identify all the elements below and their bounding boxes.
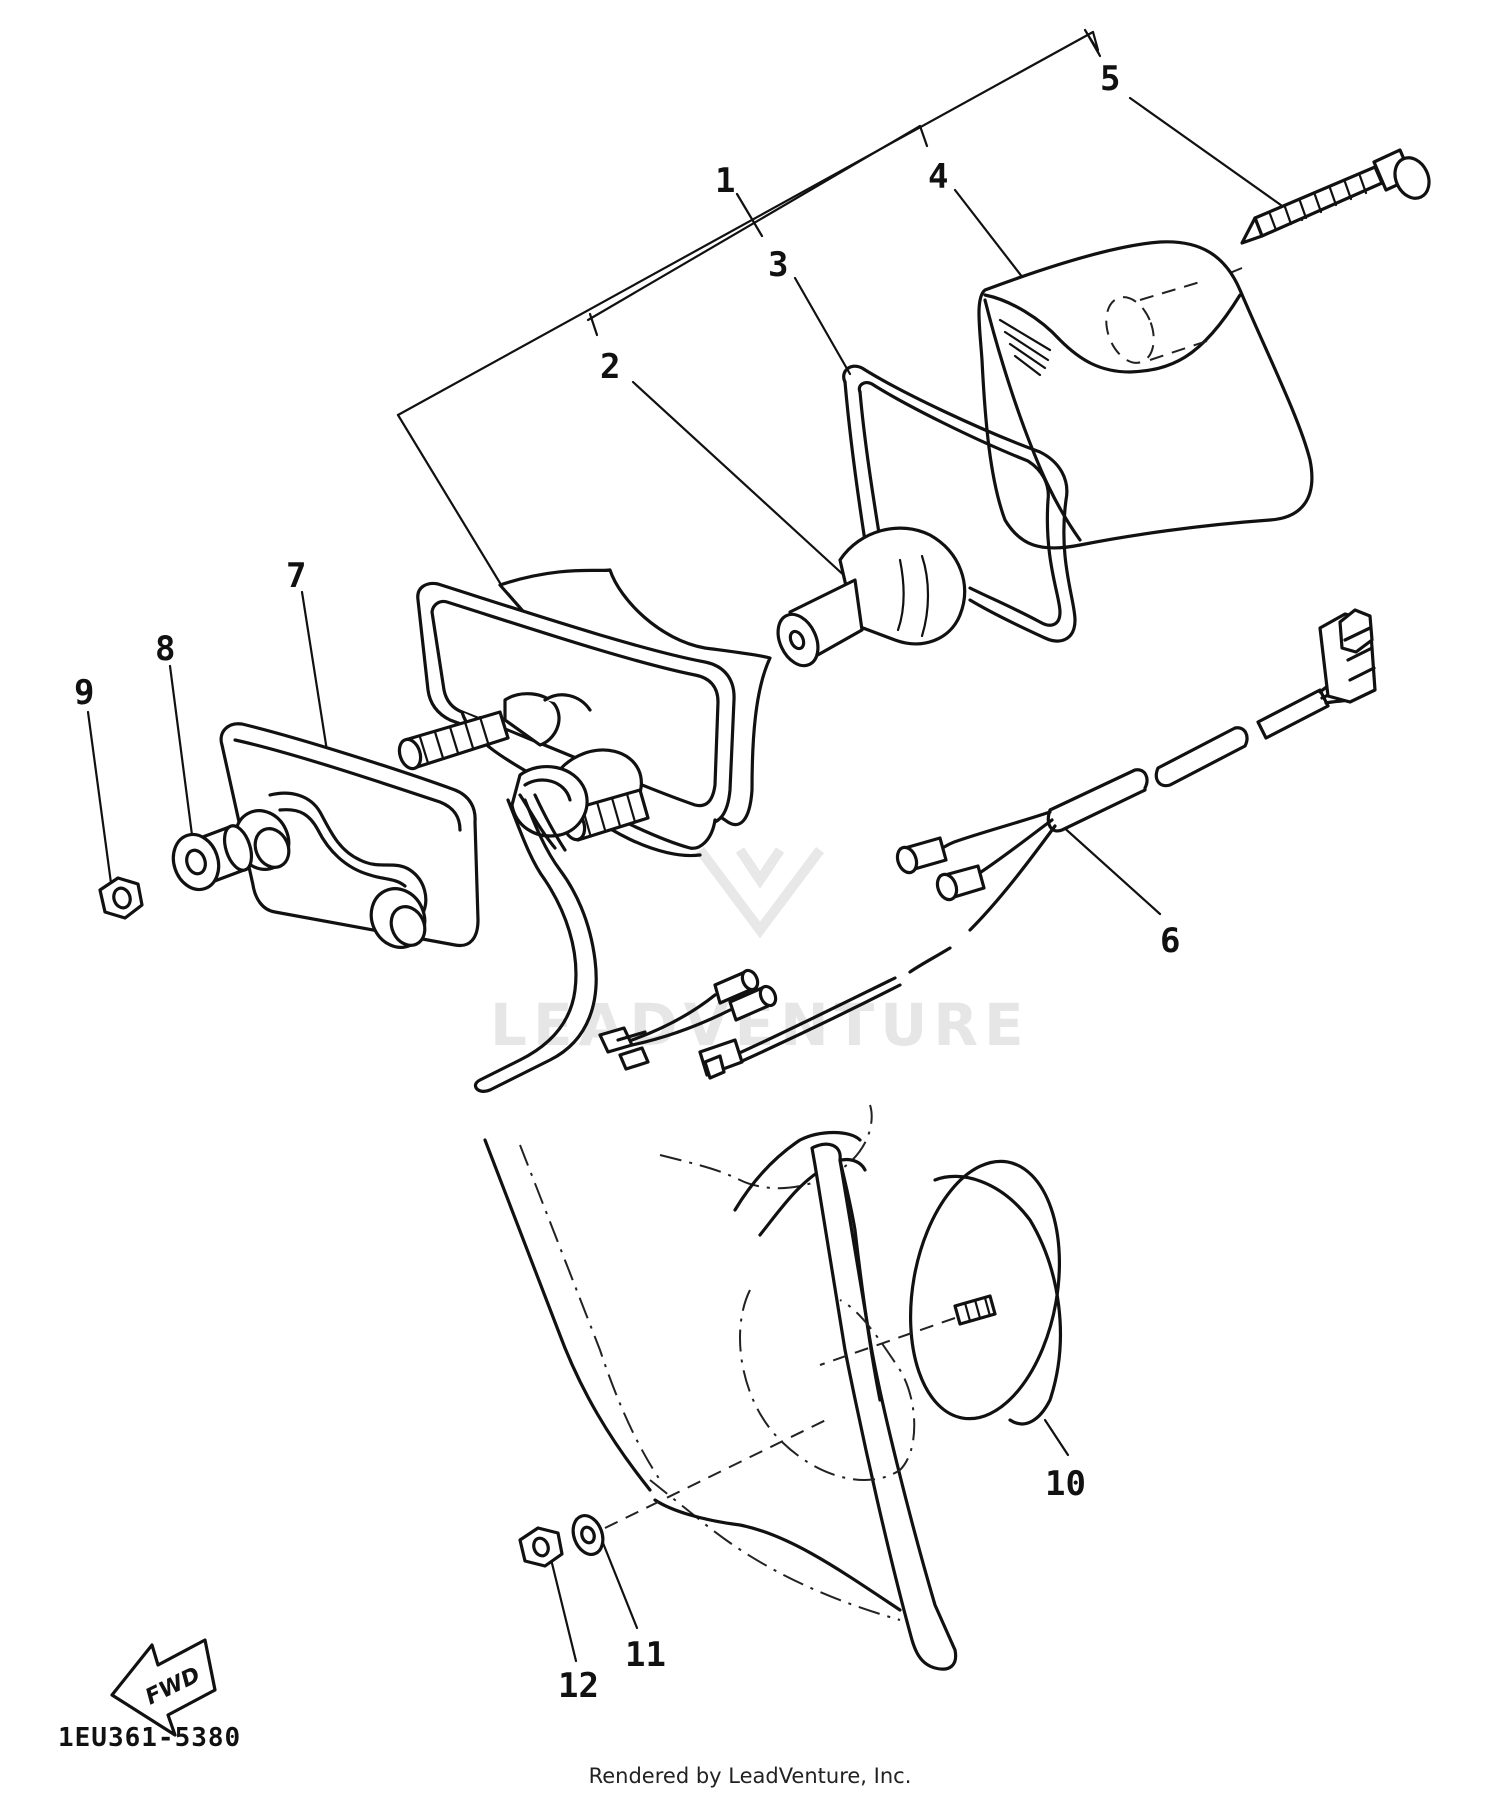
callout-1: 1: [715, 161, 735, 201]
callout-9: 9: [74, 673, 94, 713]
diagram-code: 1EU361-5380: [58, 1723, 241, 1753]
wiring-harness-part-6: [698, 608, 1377, 1080]
nut-part-12: [518, 1526, 564, 1568]
callout-2: 2: [600, 347, 620, 387]
bulb-part-2: [776, 526, 967, 668]
bracket-plate-part-7: [219, 722, 480, 949]
callout-6: 6: [1160, 921, 1180, 961]
housing-wires: [474, 793, 778, 1093]
vehicle-frame: [483, 1104, 958, 1671]
callout-3: 3: [768, 245, 788, 285]
render-credit: Rendered by LeadVenture, Inc.: [588, 1764, 912, 1788]
callout-12: 12: [558, 1666, 599, 1706]
forward-arrow: FWD: [110, 1638, 217, 1737]
collar-part-8: [171, 824, 254, 892]
callout-7: 7: [286, 556, 306, 596]
callout-4: 4: [928, 157, 948, 197]
callout-labels: 1 2 3 4 5 6 7 8 9 10 11 12: [74, 59, 1180, 1706]
nut-part-9: [98, 876, 144, 920]
callout-10: 10: [1045, 1464, 1086, 1504]
assembly-bracket: [396, 28, 1102, 585]
housing-part-1: [397, 568, 772, 858]
leader-lines: [86, 96, 1304, 1663]
callout-11: 11: [625, 1635, 666, 1675]
reflector-part-10: [819, 1159, 1063, 1426]
lens-part-4: [977, 240, 1314, 550]
callout-5: 5: [1100, 59, 1120, 99]
callout-8: 8: [155, 629, 175, 669]
washer-part-11: [571, 1417, 831, 1556]
